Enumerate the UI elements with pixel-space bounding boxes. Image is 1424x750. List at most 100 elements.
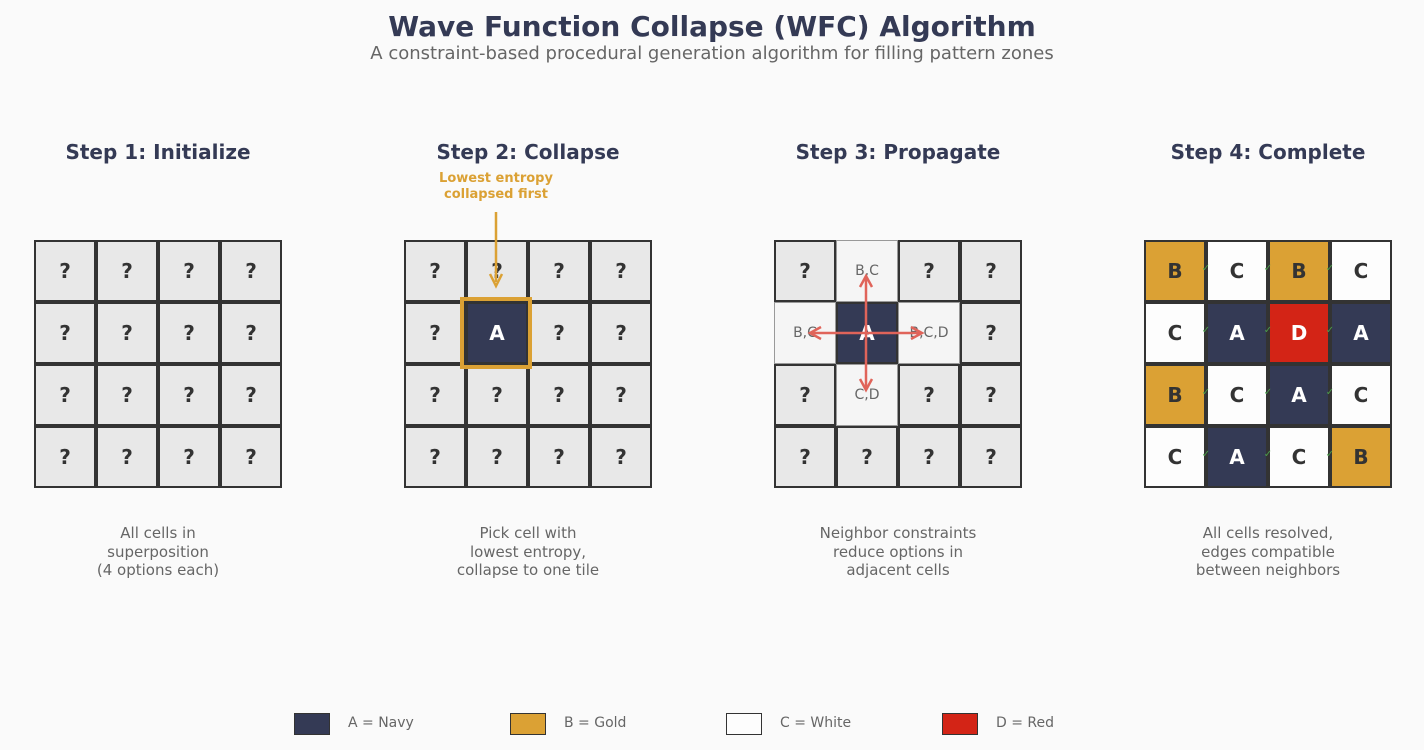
grid-cell: ? bbox=[34, 426, 96, 488]
grid-cell: ? bbox=[220, 240, 282, 302]
grid-cell: ? bbox=[34, 364, 96, 426]
grid-cell: ? bbox=[220, 426, 282, 488]
grid-cell: ? bbox=[528, 364, 590, 426]
grid-cell: ? bbox=[158, 240, 220, 302]
grid-cell: C bbox=[1144, 426, 1206, 488]
compatible-check-icon: ✓ bbox=[1201, 325, 1211, 336]
legend-swatch bbox=[294, 713, 330, 735]
grid-cell: ? bbox=[466, 240, 528, 302]
grid-cell: ? bbox=[528, 426, 590, 488]
grid-cell: A bbox=[466, 302, 528, 364]
compatible-check-icon: ✓ bbox=[1325, 263, 1335, 274]
compatible-check-icon: ✓ bbox=[1263, 325, 1273, 336]
grid-cell: ? bbox=[836, 426, 898, 488]
caption-line: superposition bbox=[107, 542, 209, 561]
grid-cell: C bbox=[1268, 426, 1330, 488]
grid-cell: ? bbox=[774, 364, 836, 426]
grid-cell: ? bbox=[34, 240, 96, 302]
grid-cell: C bbox=[1144, 302, 1206, 364]
caption-line: reduce options in bbox=[832, 542, 964, 561]
compatible-check-icon: ✓ bbox=[1263, 449, 1273, 460]
grid-cell: ? bbox=[590, 240, 652, 302]
step-2-grid: ?????A?????????? bbox=[404, 240, 652, 488]
grid-cell: ? bbox=[34, 302, 96, 364]
grid-cell: ? bbox=[960, 302, 1022, 364]
legend-label: C = White bbox=[780, 715, 852, 731]
annotation-line: Lowest entropy bbox=[439, 171, 553, 186]
compatible-check-icon: ✓ bbox=[1325, 449, 1335, 460]
compatible-check-icon: ✓ bbox=[1201, 387, 1211, 398]
grid-cell: B,C bbox=[836, 240, 898, 302]
grid-cell: ? bbox=[898, 240, 960, 302]
grid-cell: B bbox=[1144, 240, 1206, 302]
grid-cell: ? bbox=[404, 302, 466, 364]
annotation-line: collapsed first bbox=[443, 186, 548, 202]
grid-cell: ? bbox=[898, 364, 960, 426]
grid-cell: B bbox=[1330, 426, 1392, 488]
caption-line: All cells resolved, bbox=[1202, 524, 1334, 542]
compatible-check-icon: ✓ bbox=[1263, 387, 1273, 398]
grid-cell: ? bbox=[158, 426, 220, 488]
grid-cell: ? bbox=[220, 302, 282, 364]
grid-cell: ? bbox=[220, 364, 282, 426]
caption-line: edges compatible bbox=[1201, 542, 1335, 561]
grid-cell: ? bbox=[404, 364, 466, 426]
page-subtitle: A constraint-based procedural generation… bbox=[370, 43, 1054, 64]
grid-cell: ? bbox=[96, 364, 158, 426]
grid-cell: C bbox=[1330, 364, 1392, 426]
step-4-title: Step 4: Complete bbox=[1170, 140, 1366, 164]
compatible-check-icon: ✓ bbox=[1325, 387, 1335, 398]
grid-cell: A bbox=[1268, 364, 1330, 426]
caption-line: All cells in bbox=[120, 524, 196, 542]
legend-label: A = Navy bbox=[348, 715, 414, 731]
grid-cell: C bbox=[1330, 240, 1392, 302]
grid-cell: ? bbox=[96, 240, 158, 302]
grid-cell: ? bbox=[590, 364, 652, 426]
grid-cell: C bbox=[1206, 364, 1268, 426]
grid-cell: ? bbox=[960, 426, 1022, 488]
step-1-grid: ???????????????? bbox=[34, 240, 282, 488]
grid-cell: D bbox=[1268, 302, 1330, 364]
caption-line: (4 options each) bbox=[96, 561, 220, 579]
compatible-check-icon: ✓ bbox=[1201, 449, 1211, 460]
grid-cell: B,C bbox=[774, 302, 836, 364]
compatible-check-icon: ✓ bbox=[1263, 263, 1273, 274]
step-2-title: Step 2: Collapse bbox=[436, 140, 620, 164]
caption-line: between neighbors bbox=[1195, 561, 1341, 579]
grid-cell: B,C,D bbox=[898, 302, 960, 364]
grid-cell: ? bbox=[158, 302, 220, 364]
grid-cell: ? bbox=[774, 240, 836, 302]
grid-cell: ? bbox=[960, 240, 1022, 302]
grid-cell: B bbox=[1268, 240, 1330, 302]
grid-cell: ? bbox=[466, 364, 528, 426]
legend-label: D = Red bbox=[996, 715, 1055, 731]
grid-cell: A bbox=[1206, 302, 1268, 364]
step-1-title: Step 1: Initialize bbox=[65, 140, 251, 164]
caption-line: Pick cell with bbox=[479, 524, 577, 542]
grid-cell: ? bbox=[96, 426, 158, 488]
grid-cell: ? bbox=[404, 240, 466, 302]
grid-cell: ? bbox=[898, 426, 960, 488]
step-3-title: Step 3: Propagate bbox=[795, 140, 1001, 164]
grid-cell: ? bbox=[96, 302, 158, 364]
compatible-check-icon: ✓ bbox=[1201, 263, 1211, 274]
grid-cell: A bbox=[1330, 302, 1392, 364]
grid-cell: A bbox=[836, 302, 898, 364]
grid-cell: C,D bbox=[836, 364, 898, 426]
grid-cell: B bbox=[1144, 364, 1206, 426]
grid-cell: ? bbox=[528, 240, 590, 302]
caption-line: lowest entropy, bbox=[469, 542, 587, 561]
caption-line: Neighbor constraints bbox=[819, 524, 977, 542]
page-title: Wave Function Collapse (WFC) Algorithm bbox=[388, 10, 1036, 43]
grid-cell: ? bbox=[466, 426, 528, 488]
grid-cell: C bbox=[1206, 240, 1268, 302]
legend-swatch bbox=[726, 713, 762, 735]
compatible-check-icon: ✓ bbox=[1325, 325, 1335, 336]
